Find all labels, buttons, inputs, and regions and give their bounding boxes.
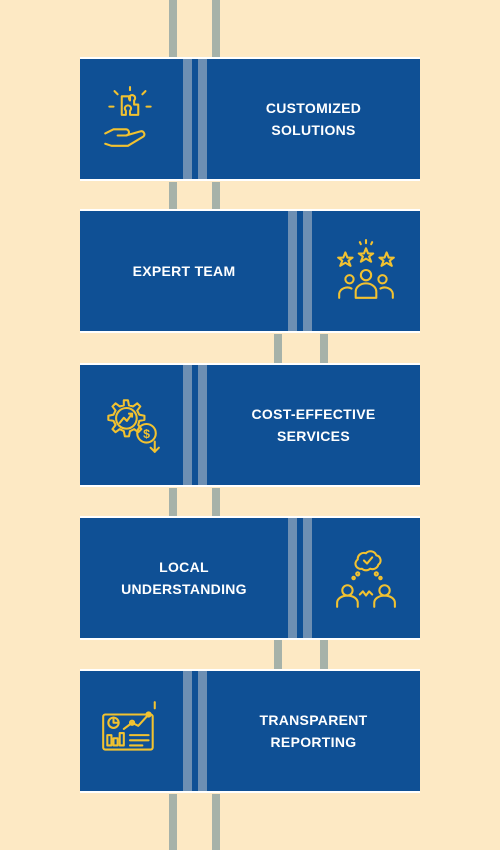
step-label: COST-EFFECTIVE SERVICES bbox=[251, 406, 376, 444]
step-card-expert-team: EXPERT TEAM bbox=[80, 209, 420, 333]
step-label: LOCAL UNDERSTANDING bbox=[121, 559, 247, 597]
gear-dollar-icon: $ bbox=[80, 365, 180, 485]
card-stripe bbox=[183, 671, 192, 791]
card-stripe bbox=[198, 671, 207, 791]
step-card-customized-solutions: CUSTOMIZED SOLUTIONS bbox=[80, 57, 420, 181]
connector-rail bbox=[320, 334, 328, 364]
card-stripe bbox=[303, 211, 312, 331]
puzzle-hand-icon bbox=[80, 59, 180, 179]
card-stripe bbox=[303, 518, 312, 638]
svg-text:$: $ bbox=[143, 427, 150, 441]
connector-rail bbox=[212, 0, 220, 58]
connector-rail bbox=[169, 488, 177, 516]
card-stripe bbox=[198, 59, 207, 179]
card-stripe bbox=[183, 365, 192, 485]
connector-rail bbox=[274, 640, 282, 670]
card-stripe bbox=[288, 211, 297, 331]
step-card-transparent-reporting: TRANSPARENT REPORTING bbox=[80, 669, 420, 793]
step-card-local-understanding: LOCAL UNDERSTANDING bbox=[80, 516, 420, 640]
connector-rail bbox=[169, 794, 177, 850]
thinking-people-icon bbox=[312, 518, 420, 638]
step-label: TRANSPARENT REPORTING bbox=[259, 712, 368, 750]
connector-rail bbox=[212, 794, 220, 850]
connector-rail bbox=[169, 0, 177, 58]
connector-rail bbox=[212, 182, 220, 210]
card-stripe bbox=[288, 518, 297, 638]
step-card-cost-effective-services: $ COST-EFFECTIVE SERVICES bbox=[80, 363, 420, 487]
connector-rail bbox=[320, 640, 328, 670]
analytics-dashboard-icon bbox=[80, 671, 180, 791]
connector-rail bbox=[212, 488, 220, 516]
step-label: CUSTOMIZED SOLUTIONS bbox=[265, 100, 362, 138]
connector-rail bbox=[169, 182, 177, 210]
step-label: EXPERT TEAM bbox=[132, 263, 236, 279]
card-stripe bbox=[198, 365, 207, 485]
connector-rail bbox=[274, 334, 282, 364]
team-stars-icon bbox=[312, 211, 420, 331]
card-stripe bbox=[183, 59, 192, 179]
